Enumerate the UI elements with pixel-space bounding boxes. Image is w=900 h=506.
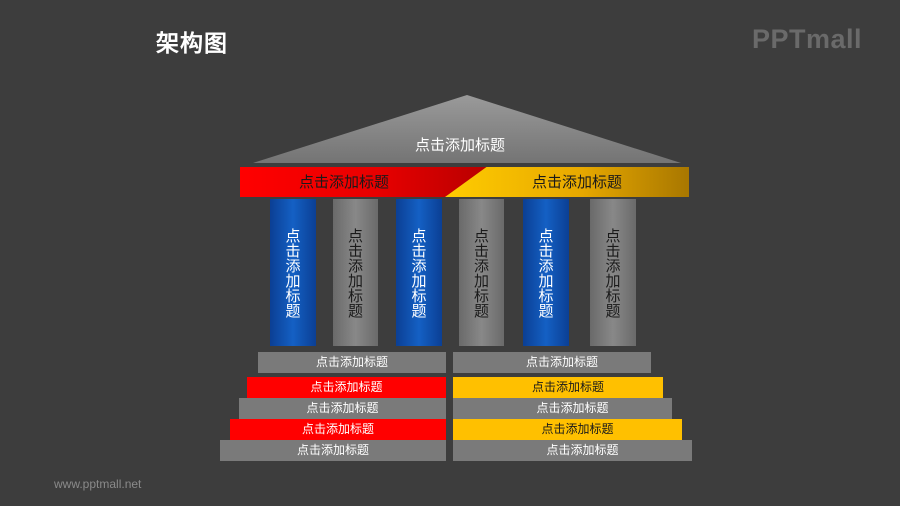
beam-right-label[interactable]: 点击添加标题 [531, 173, 622, 191]
step-left-3[interactable]: 点击添加标题 [239, 398, 446, 419]
footer-url: www.pptmall.net [54, 477, 142, 491]
step-right-3[interactable]: 点击添加标题 [453, 398, 672, 419]
pillar-label: 点击添加标题 [536, 227, 555, 318]
pillar-2[interactable]: 点击添加标题 [333, 199, 378, 346]
pillar-3[interactable]: 点击添加标题 [396, 199, 442, 346]
step-left-1[interactable]: 点击添加标题 [258, 352, 446, 373]
pillar-1[interactable]: 点击添加标题 [270, 199, 316, 346]
page-title: 架构图 [156, 31, 228, 57]
step-right-5[interactable]: 点击添加标题 [453, 440, 692, 461]
pillar-label: 点击添加标题 [283, 227, 302, 318]
pillar-5[interactable]: 点击添加标题 [523, 199, 569, 346]
brand-logo: PPTmall [752, 24, 863, 54]
step-left-4[interactable]: 点击添加标题 [230, 419, 446, 440]
pillar-label: 点击添加标题 [472, 227, 490, 318]
pillar-label: 点击添加标题 [603, 227, 622, 318]
beam-left [240, 167, 487, 197]
pillar-4[interactable]: 点击添加标题 [459, 199, 504, 346]
pillar-label: 点击添加标题 [346, 227, 364, 318]
beam-left-label[interactable]: 点击添加标题 [298, 173, 389, 191]
step-right-2[interactable]: 点击添加标题 [453, 377, 663, 398]
beam-right [445, 167, 689, 197]
roof-label[interactable]: 点击添加标题 [414, 136, 505, 154]
step-left-5[interactable]: 点击添加标题 [220, 440, 446, 461]
step-right-1[interactable]: 点击添加标题 [453, 352, 651, 373]
pillar-6[interactable]: 点击添加标题 [590, 199, 636, 346]
step-left-2[interactable]: 点击添加标题 [247, 377, 446, 398]
pillar-label: 点击添加标题 [409, 227, 428, 318]
step-right-4[interactable]: 点击添加标题 [453, 419, 682, 440]
